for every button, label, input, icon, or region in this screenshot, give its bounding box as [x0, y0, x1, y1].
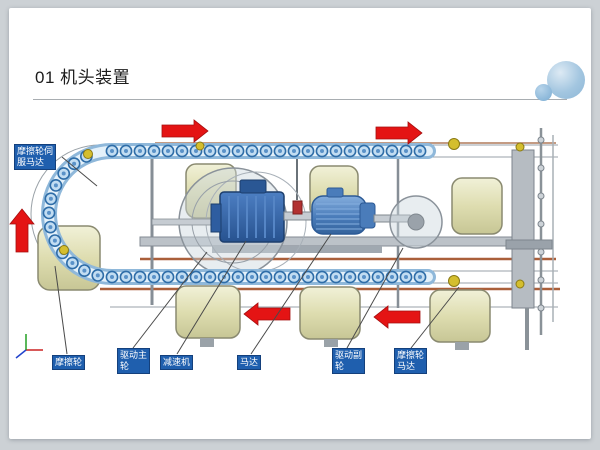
friction-motor-icon [195, 141, 205, 151]
arrow-left-icon [243, 302, 291, 326]
coordinate-triad-icon [15, 334, 43, 359]
friction-motor-icon [83, 149, 93, 159]
support-wheel [429, 289, 491, 343]
chain-rollers [42, 144, 427, 284]
annotation-reducer: 减速机 [160, 355, 194, 370]
friction-motor-icon [448, 275, 460, 287]
annotation-friction-wheel-servo-motor: 摩擦轮伺服马达 [14, 144, 56, 170]
main-shaft [151, 218, 221, 226]
title-divider [33, 99, 567, 100]
frame [139, 152, 533, 350]
friction-wheel-motors-yellow [59, 138, 525, 289]
arrow-right-icon [161, 119, 209, 143]
annotation-drive-main-wheel: 驱动主轮 [117, 348, 150, 374]
shaft-coupling [283, 200, 315, 221]
right-column [505, 128, 554, 350]
page-title: 01 机头装置 [35, 68, 131, 87]
friction-motor-icon [448, 138, 460, 150]
arrow-left-icon [373, 305, 421, 329]
annotation-friction-wheel: 摩擦轮 [52, 355, 86, 370]
friction-motor-icon [515, 142, 525, 152]
arrow-right-icon [375, 121, 423, 145]
friction-motor-icon [59, 245, 69, 255]
support-wheel [175, 285, 241, 339]
decorative-circle-large [547, 61, 585, 99]
friction-motor-icon [515, 279, 525, 289]
annotation-friction-wheel-motor: 摩擦轮马达 [394, 348, 427, 374]
decorative-circle-small [535, 84, 552, 101]
support-wheel [451, 177, 503, 235]
annotation-motor: 马达 [237, 355, 262, 370]
leader-lines [54, 156, 460, 355]
flow-arrows [9, 119, 423, 329]
support-wheel [299, 286, 361, 340]
annotation-drive-sub-wheel: 驱动副轮 [332, 348, 365, 374]
arrow-up-icon [9, 208, 35, 253]
drive-motor [311, 187, 376, 235]
drive-sub-wheel [373, 195, 443, 249]
reducer-gearbox [210, 179, 285, 243]
